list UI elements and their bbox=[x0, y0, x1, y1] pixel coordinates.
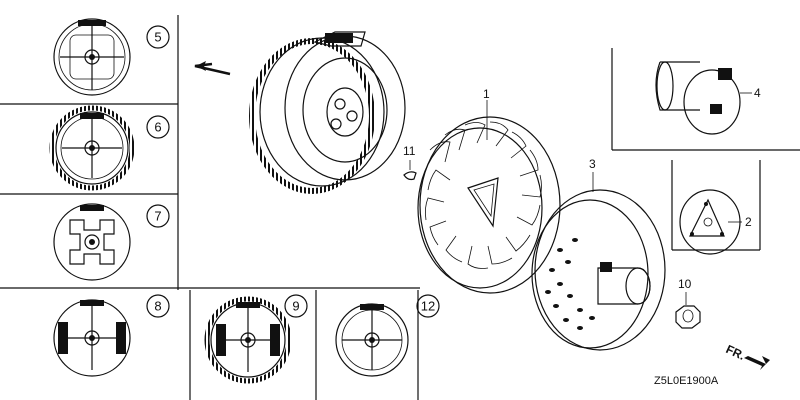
starter-pulley bbox=[531, 189, 666, 351]
variant-6-number: 6 bbox=[154, 120, 161, 135]
front-direction-indicator: FR. bbox=[724, 342, 770, 370]
variant-7-number: 7 bbox=[154, 209, 161, 224]
variant-8-number: 8 bbox=[154, 299, 161, 314]
starter-cup bbox=[655, 61, 741, 135]
main-flywheel bbox=[194, 31, 406, 194]
variant-grid bbox=[0, 15, 420, 400]
variant-7-flywheel: 7 bbox=[53, 203, 170, 281]
variant-5-number: 5 bbox=[154, 30, 161, 45]
variant-9-number: 9 bbox=[292, 299, 299, 314]
callout-10: 10 bbox=[678, 277, 692, 291]
flange-nut bbox=[675, 305, 701, 329]
cooling-fan bbox=[417, 116, 561, 294]
woodruff-key bbox=[403, 171, 417, 181]
variant-12-number: 12 bbox=[421, 299, 435, 314]
front-direction-label: FR. bbox=[724, 342, 747, 363]
right-panel-frame bbox=[611, 48, 800, 251]
drawing-code: Z5L0E1900A bbox=[654, 375, 719, 387]
variant-6-flywheel: 6 bbox=[49, 105, 170, 191]
variant-9-flywheel: 9 bbox=[204, 294, 308, 384]
variant-5-flywheel: 5 bbox=[53, 18, 170, 96]
callout-2: 2 bbox=[745, 215, 752, 229]
callout-11: 11 bbox=[403, 144, 416, 158]
variant-12-flywheel: 12 bbox=[335, 294, 440, 377]
front-arrow-icon bbox=[744, 356, 770, 370]
variant-8-flywheel: 8 bbox=[53, 294, 170, 377]
callout-4: 4 bbox=[754, 86, 761, 100]
callout-1: 1 bbox=[483, 87, 490, 101]
callout-3: 3 bbox=[589, 157, 596, 171]
